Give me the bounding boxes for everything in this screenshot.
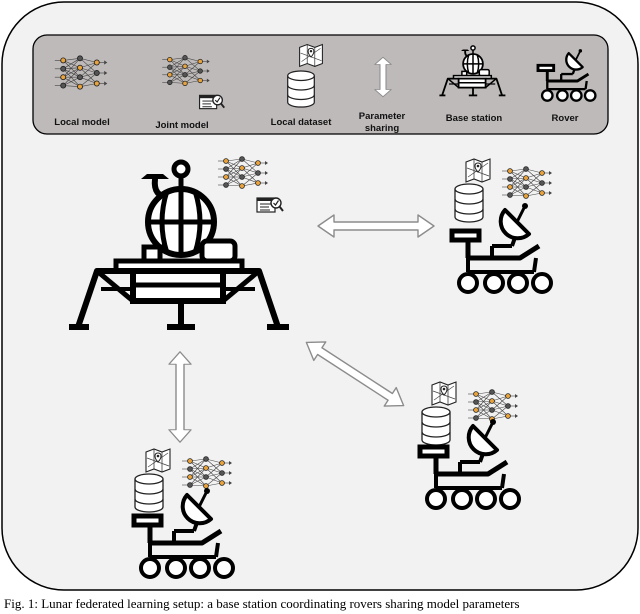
map-icon	[465, 158, 491, 183]
map-icon	[145, 448, 171, 473]
legend-label-base-station: Base station	[446, 113, 503, 124]
database-icon	[454, 183, 484, 223]
legend-base-station: Base station	[438, 44, 507, 124]
map-icon	[299, 44, 323, 67]
legend-parameter-sharing: Parameter sharing	[359, 56, 406, 134]
database-icon	[287, 70, 315, 108]
legend-label-local-dataset: Local dataset	[271, 117, 333, 128]
legend-label-rover: Rover	[552, 113, 579, 124]
legend-joint-model: Joint model	[155, 54, 226, 131]
legend-local-dataset: Local dataset	[271, 44, 333, 128]
figure-caption: Fig. 1: Lunar federated learning setup: …	[4, 596, 520, 611]
map-icon	[431, 381, 457, 406]
database-icon	[134, 473, 164, 513]
legend-label-parameter: Parameter	[359, 111, 406, 122]
legend-label-joint-model: Joint model	[155, 120, 208, 131]
legend-label-local-model: Local model	[54, 117, 109, 128]
legend-label-sharing: sharing	[365, 123, 400, 134]
database-icon	[421, 406, 451, 446]
legend-rover: Rover	[536, 47, 597, 124]
legend-local-model: Local model	[54, 55, 110, 128]
